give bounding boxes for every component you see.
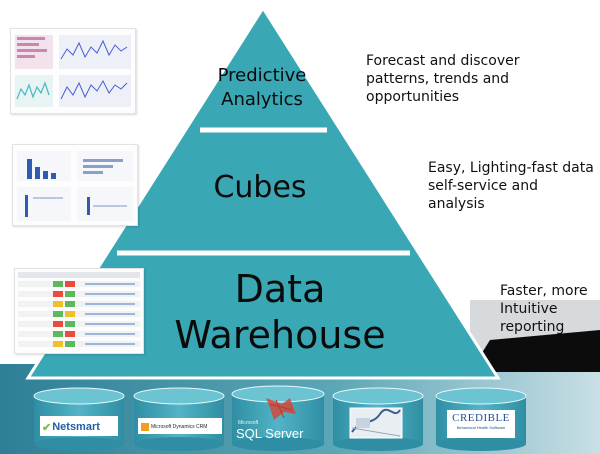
cubes-report-thumbnail: [12, 144, 138, 226]
pyramid: [25, 5, 501, 380]
level-label-cubes: Cubes: [213, 170, 307, 205]
dynamics-crm-logo: Microsoft Dynamics CRM: [141, 420, 221, 434]
cylinder-netsmart: [33, 387, 125, 451]
credible-logo: CREDIBLE Behavioral Health Software: [449, 412, 513, 436]
level-description-predictive: Forecast and discover patterns, trends a…: [366, 53, 520, 105]
sql-server-small-label: Microsoft: [238, 420, 259, 426]
predictive-report-thumbnail: [10, 28, 136, 114]
data-chart-photo-icon: [349, 407, 403, 439]
cylinder-credible: [435, 387, 527, 451]
floor-shadow: [470, 330, 600, 372]
warehouse-report-thumbnail: [14, 268, 144, 354]
cylinder-chart-image: [332, 387, 424, 451]
sql-server-logo: Microsoft SQL Server: [236, 420, 320, 444]
level-label-warehouse: Data Warehouse: [174, 267, 386, 357]
dynamics-wordmark: Microsoft Dynamics CRM: [151, 424, 208, 430]
credible-tagline: Behavioral Health Software: [456, 425, 506, 430]
credible-wordmark: CREDIBLE: [452, 412, 510, 424]
level-description-warehouse: Faster, more Intuitive reporting: [500, 283, 588, 335]
pyramid-body: [25, 5, 501, 380]
netsmart-logo: ✔ Netsmart: [42, 419, 118, 435]
dynamics-icon: [141, 423, 149, 431]
netsmart-swoosh-icon: ✔: [42, 421, 52, 434]
level-label-predictive: Predictive Analytics: [217, 65, 307, 110]
source-cylinders: [33, 385, 527, 451]
level-description-cubes: Easy, Lighting-fast data self-service an…: [428, 160, 594, 212]
line-chart-thumbnail-icon: [15, 35, 131, 107]
sql-server-wordmark: SQL Server: [236, 426, 304, 441]
bar-chart-thumbnail-icon: [17, 151, 133, 221]
cylinder-sqlserver: [231, 385, 325, 451]
cylinder-dynamics: [133, 387, 225, 451]
netsmart-wordmark: Netsmart: [52, 421, 100, 433]
table-report-thumbnail-icon: [18, 272, 140, 347]
sql-server-logo-icon: [266, 398, 296, 420]
